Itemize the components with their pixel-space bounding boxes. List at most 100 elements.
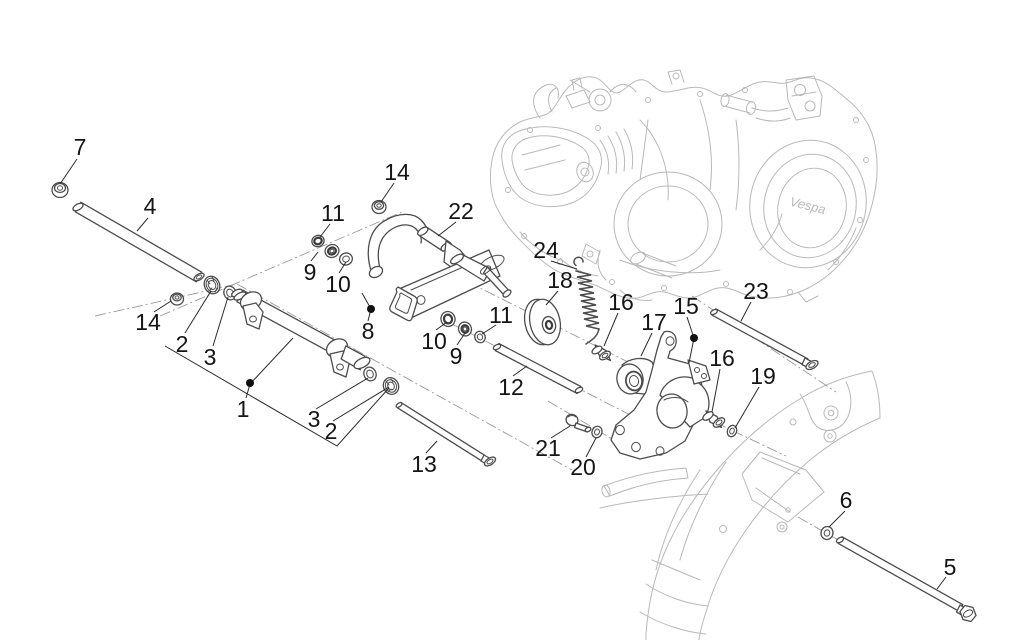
leader-line-part-5: [936, 576, 947, 590]
part-label-17-10: 17: [641, 309, 667, 335]
part-7-nut: [51, 181, 69, 199]
leader-line-part-7: [59, 158, 78, 185]
part-label-3-22: 3: [204, 344, 217, 370]
cvt-cover-ghost: [749, 139, 867, 269]
part-label-16-7: 16: [608, 289, 634, 315]
leader-line-part-13: [425, 440, 438, 454]
part-label-2-21: 2: [176, 331, 189, 357]
axis-line-1: [236, 283, 573, 471]
part-4-rod: [72, 201, 205, 283]
part-label-19-12: 19: [750, 363, 776, 389]
valve-cover-ghost: [501, 126, 603, 208]
part-label-5-30: 5: [944, 554, 957, 580]
part-13-rod: [395, 401, 497, 467]
leader-line-part-2: [332, 386, 390, 422]
leader-line-part-23: [740, 301, 752, 322]
part-label-23-9: 23: [743, 278, 769, 304]
part-label-6-29: 6: [840, 487, 853, 513]
part-label-1-23: 1: [237, 396, 250, 422]
part-label-4-1: 4: [144, 193, 157, 219]
leader-line-part-21: [550, 425, 571, 439]
leader-line-part-18: [545, 290, 559, 306]
part-16-bushing-upper: [591, 344, 612, 362]
leader-line-part-10: [338, 261, 347, 274]
part-22-swingarm: [367, 213, 512, 322]
part-2-bearing-left: [203, 275, 221, 295]
part-19-washer: [726, 424, 738, 438]
part-label-18-6: 18: [547, 267, 573, 293]
part-label-8-15: 8: [362, 318, 375, 344]
leader-line-part-4: [136, 217, 149, 232]
leader-line-part-3: [212, 296, 229, 347]
leader-line-part-10: [435, 321, 448, 331]
part-11-washer-left: [311, 234, 325, 248]
leader-line-part-20: [585, 437, 597, 458]
leader-line-part-3: [315, 377, 369, 410]
frame-gusset-ghost: [741, 451, 825, 523]
engine-logo-text: Vespa: [788, 194, 827, 217]
leader-line-part-24: [550, 260, 578, 270]
part-label-12-19: 12: [498, 374, 524, 400]
part-label-15-8: 15: [673, 293, 699, 319]
part-label-9-17: 9: [450, 343, 463, 369]
part-5-bolt: [835, 536, 977, 623]
leader-line-part-22: [437, 221, 457, 237]
part-label-14-20: 14: [135, 309, 161, 335]
part-label-20-28: 20: [570, 454, 596, 480]
part-label-10-14: 10: [325, 271, 351, 297]
frame-ghost-drawing: [599, 370, 881, 640]
group-bracket-line-0: [164, 345, 390, 447]
parts-layer: [51, 181, 977, 623]
engine-ghost-drawing: Vespa: [489, 69, 878, 303]
leader-line-part-1: [245, 337, 294, 399]
part-label-7-0: 7: [74, 134, 87, 160]
leader-line-part-17: [640, 332, 653, 357]
part-label-16-11: 16: [709, 345, 735, 371]
leader-line-part-16: [603, 312, 619, 347]
part-label-21-27: 21: [535, 435, 561, 461]
part-21-bolt: [565, 413, 592, 433]
assembly-dot-1: [367, 305, 375, 313]
engine-bolt-dots-ghost: [505, 87, 869, 295]
part-3-bushing-right: [363, 366, 377, 382]
part-label-11-3: 11: [321, 200, 345, 226]
part-24-spring: [573, 256, 600, 345]
part-label-3-24: 3: [308, 406, 321, 432]
part-20-washer: [591, 425, 603, 439]
cylinder-fins-ghost: [599, 128, 634, 175]
part-16-bushing-lower: [702, 410, 726, 429]
part-10-bushing-left: [338, 252, 354, 266]
part-6-washer: [820, 525, 834, 541]
leader-line-part-9: [310, 251, 319, 262]
leader-line-part-12: [512, 365, 528, 377]
part-label-11-18: 11: [489, 302, 513, 328]
engine-mount-bracket-ghost: [785, 75, 823, 121]
leader-line-part-16: [711, 368, 721, 413]
leader-line-part-11: [319, 223, 331, 238]
leader-line-part-2: [184, 290, 212, 334]
leader-line-part-14: [380, 182, 395, 203]
part-label-13-26: 13: [411, 451, 437, 477]
leader-line-part-6: [828, 510, 846, 528]
part-label-9-13: 9: [304, 259, 317, 285]
leader-line-part-9: [456, 332, 466, 346]
part-10-bushing-right: [440, 310, 456, 328]
part-14-washer-top: [371, 199, 387, 215]
part-23-bolt: [709, 308, 819, 371]
part-12-rod: [492, 342, 584, 395]
part-label-10-16: 10: [421, 328, 447, 354]
part-9-bushing-left: [324, 243, 340, 259]
axis-line-2: [159, 211, 403, 317]
part-17-bracket: [610, 330, 711, 460]
part-1-pivot-shaft: [231, 288, 371, 378]
part-label-14-2: 14: [384, 159, 410, 185]
assembly-dot-2: [690, 334, 698, 342]
part-14-washer-left: [169, 292, 185, 306]
part-18-disc: [523, 298, 562, 346]
leader-line-part-11: [481, 324, 497, 335]
part-label-22-4: 22: [448, 198, 474, 224]
assembly-dot-0: [246, 379, 254, 387]
